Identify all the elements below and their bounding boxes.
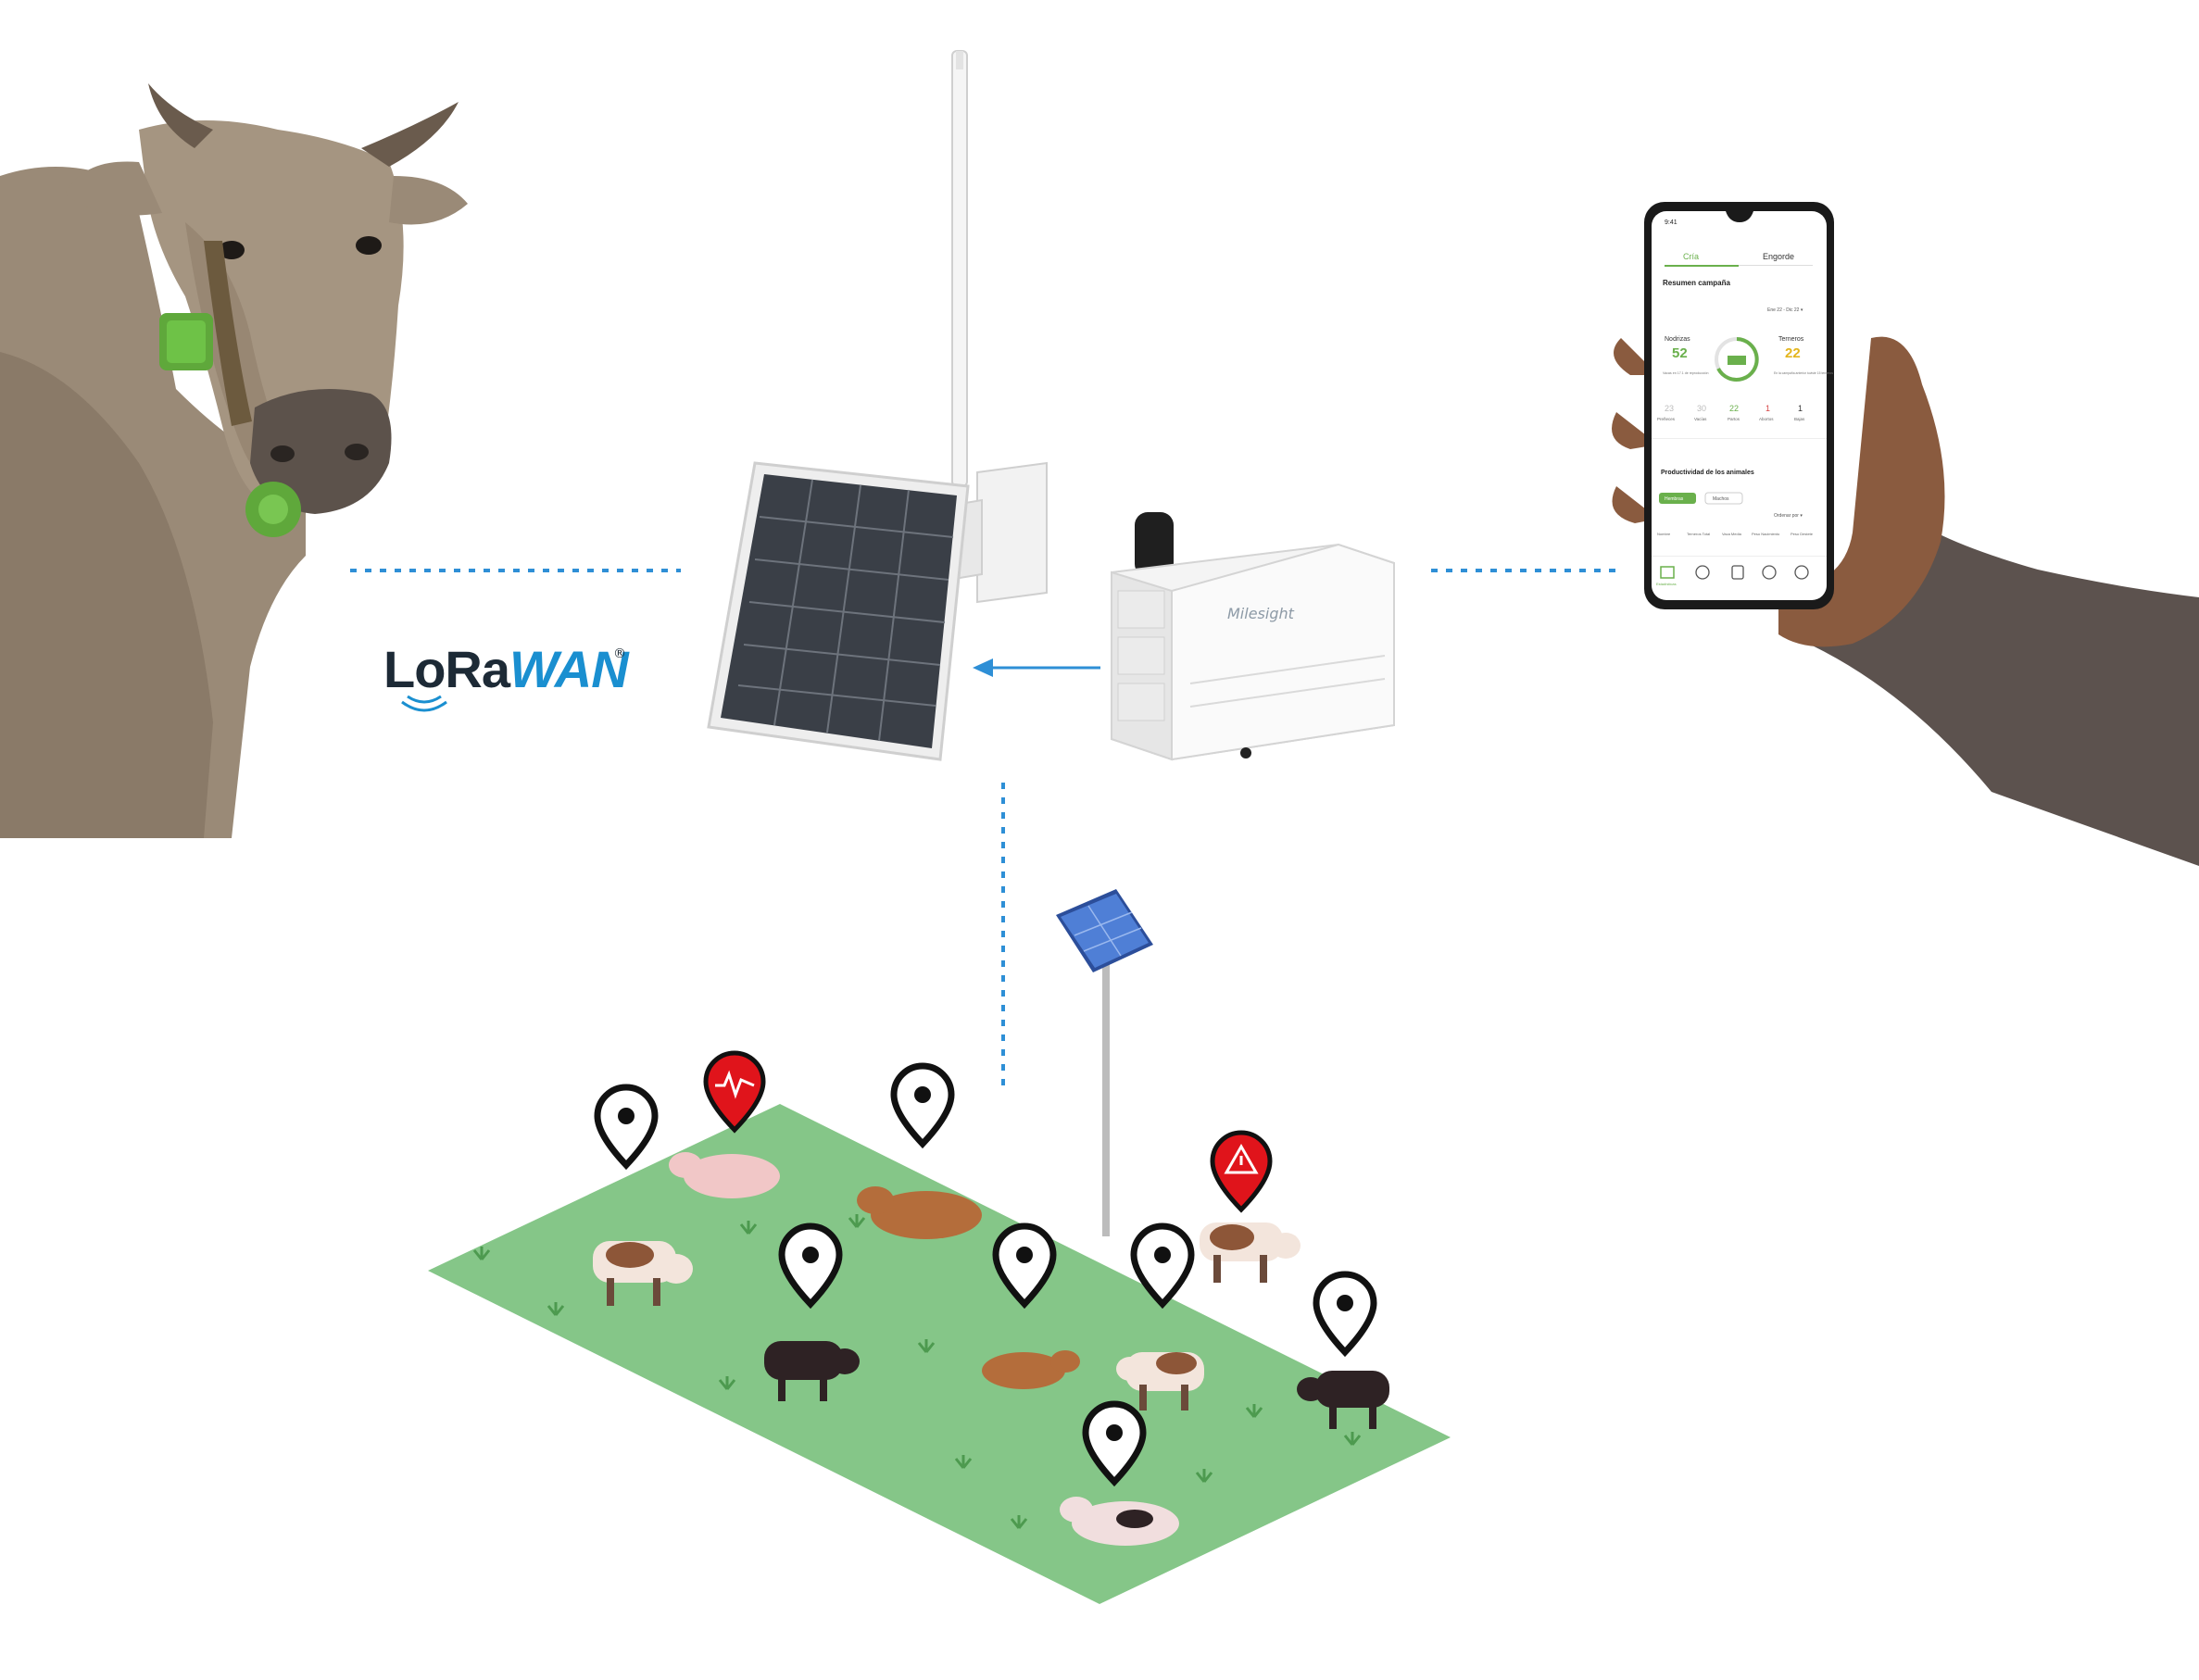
- chip-hembras-label: Hembras: [1665, 496, 1684, 502]
- location-pin-icon: [1130, 1222, 1195, 1310]
- stats-row: 23 Preñeces 30 Vacías 22 Partos 1 Aborto…: [1657, 404, 1805, 421]
- radio-waves-icon: [401, 695, 447, 712]
- column-header: Peso Nacimiento: [1752, 532, 1780, 536]
- terneros-label: Terneros: [1778, 336, 1804, 343]
- milesight-gateway: Milesight: [1111, 512, 1395, 761]
- solar-panel-gateway-mount: [707, 50, 1048, 761]
- sort-select[interactable]: Ordenar por ▾: [1774, 513, 1803, 519]
- cow-standing-black-right: [1297, 1371, 1389, 1429]
- cow-lying-brown: [857, 1186, 982, 1239]
- location-pins: [594, 1062, 1377, 1487]
- alert-pins: [703, 1050, 1273, 1213]
- lorawan-logo-lora: LoRa: [383, 640, 511, 698]
- productivity-title: Productividad de los animales: [1661, 470, 1754, 476]
- summary-title: Resumen campaña: [1663, 279, 1730, 287]
- terneros-value: 22: [1785, 345, 1801, 361]
- stats-nav-icon[interactable]: [1660, 566, 1675, 579]
- search-nav-icon[interactable]: [1762, 565, 1777, 580]
- location-pin-icon: [1082, 1400, 1147, 1487]
- cow-herd: [593, 1152, 1389, 1546]
- cow-standing-spotted: [1116, 1352, 1204, 1410]
- stat-value: 23: [1665, 404, 1674, 413]
- campaign-ring-icon: [1715, 337, 1759, 382]
- column-header: Vaca Media: [1722, 532, 1742, 536]
- cow-nav-icon[interactable]: [1731, 565, 1744, 580]
- gauge-nav-icon[interactable]: [1695, 565, 1710, 580]
- date-range-select[interactable]: Ene 22 - Dic 22 ▾: [1767, 307, 1803, 313]
- phone: 9:41 Cría Engorde Resumen campaña Ene 22…: [1644, 202, 1834, 609]
- cow-photo: [0, 83, 468, 838]
- nodrizas-note: Vacas en 17.1 de reproducción: [1663, 371, 1708, 375]
- nodrizas-label: Nodrizas: [1665, 336, 1690, 343]
- lorawan-logo-registered: ®: [613, 646, 626, 661]
- stat-label: Vacías: [1694, 417, 1707, 421]
- pasture-ground: [428, 1104, 1451, 1604]
- stat-value: 22: [1729, 404, 1739, 413]
- location-pin-icon: [594, 1084, 659, 1171]
- tab-engorde[interactable]: Engorde: [1763, 252, 1794, 261]
- cow-lying-pink: [669, 1152, 780, 1198]
- arrow-gateway-to-panel: [973, 658, 1100, 677]
- settings-nav-icon[interactable]: [1794, 565, 1809, 580]
- cow-standing-black: [764, 1341, 860, 1401]
- column-header: Nombre: [1657, 532, 1671, 536]
- table-header: Nombre Terneros Total Vaca Media Peso Na…: [1657, 532, 1814, 536]
- stat-value: 1: [1798, 404, 1803, 413]
- gateway-brand-label: Milesight: [1227, 605, 1295, 622]
- column-header: Terneros Total: [1687, 532, 1710, 536]
- location-pin-icon: [890, 1062, 955, 1149]
- stat-label: Partos: [1728, 417, 1740, 421]
- stat-label: Abortos: [1759, 417, 1774, 421]
- cow-standing-alert: [1200, 1222, 1301, 1283]
- cow-lying-calf: [982, 1350, 1080, 1389]
- warning-alert-pin-icon: [1210, 1130, 1273, 1213]
- location-pin-icon: [1313, 1271, 1377, 1358]
- stat-label: Preñeces: [1657, 417, 1676, 421]
- bottom-nav: Estadísticas: [1656, 565, 1809, 586]
- field-solar-pole: [1056, 889, 1153, 1236]
- tab-cria[interactable]: Cría: [1683, 252, 1699, 261]
- nodrizas-value: 52: [1672, 345, 1688, 361]
- heartbeat-alert-pin-icon: [703, 1050, 766, 1134]
- stat-value: 1: [1765, 404, 1770, 413]
- chip-hembras[interactable]: [1659, 493, 1696, 504]
- stat-label: Bajas: [1794, 417, 1805, 421]
- nav-label: Estadísticas: [1656, 582, 1677, 586]
- phone-time: 9:41: [1665, 219, 1678, 226]
- column-header: Peso Destete: [1791, 532, 1814, 536]
- chip-machos[interactable]: [1704, 492, 1743, 505]
- cow-standing-brown-white: [593, 1241, 693, 1306]
- lorawan-logo: LoRa WAN ®: [380, 630, 658, 722]
- chip-machos-label: Machos: [1713, 496, 1729, 502]
- terneros-note: En la campaña anterior tuviste 15 terner…: [1774, 371, 1833, 375]
- cow-lying-white-black: [1060, 1497, 1179, 1546]
- location-pin-icon: [992, 1222, 1057, 1310]
- location-pin-icon: [778, 1222, 843, 1310]
- lorawan-logo-wan: WAN: [509, 640, 630, 698]
- stat-value: 30: [1697, 404, 1706, 413]
